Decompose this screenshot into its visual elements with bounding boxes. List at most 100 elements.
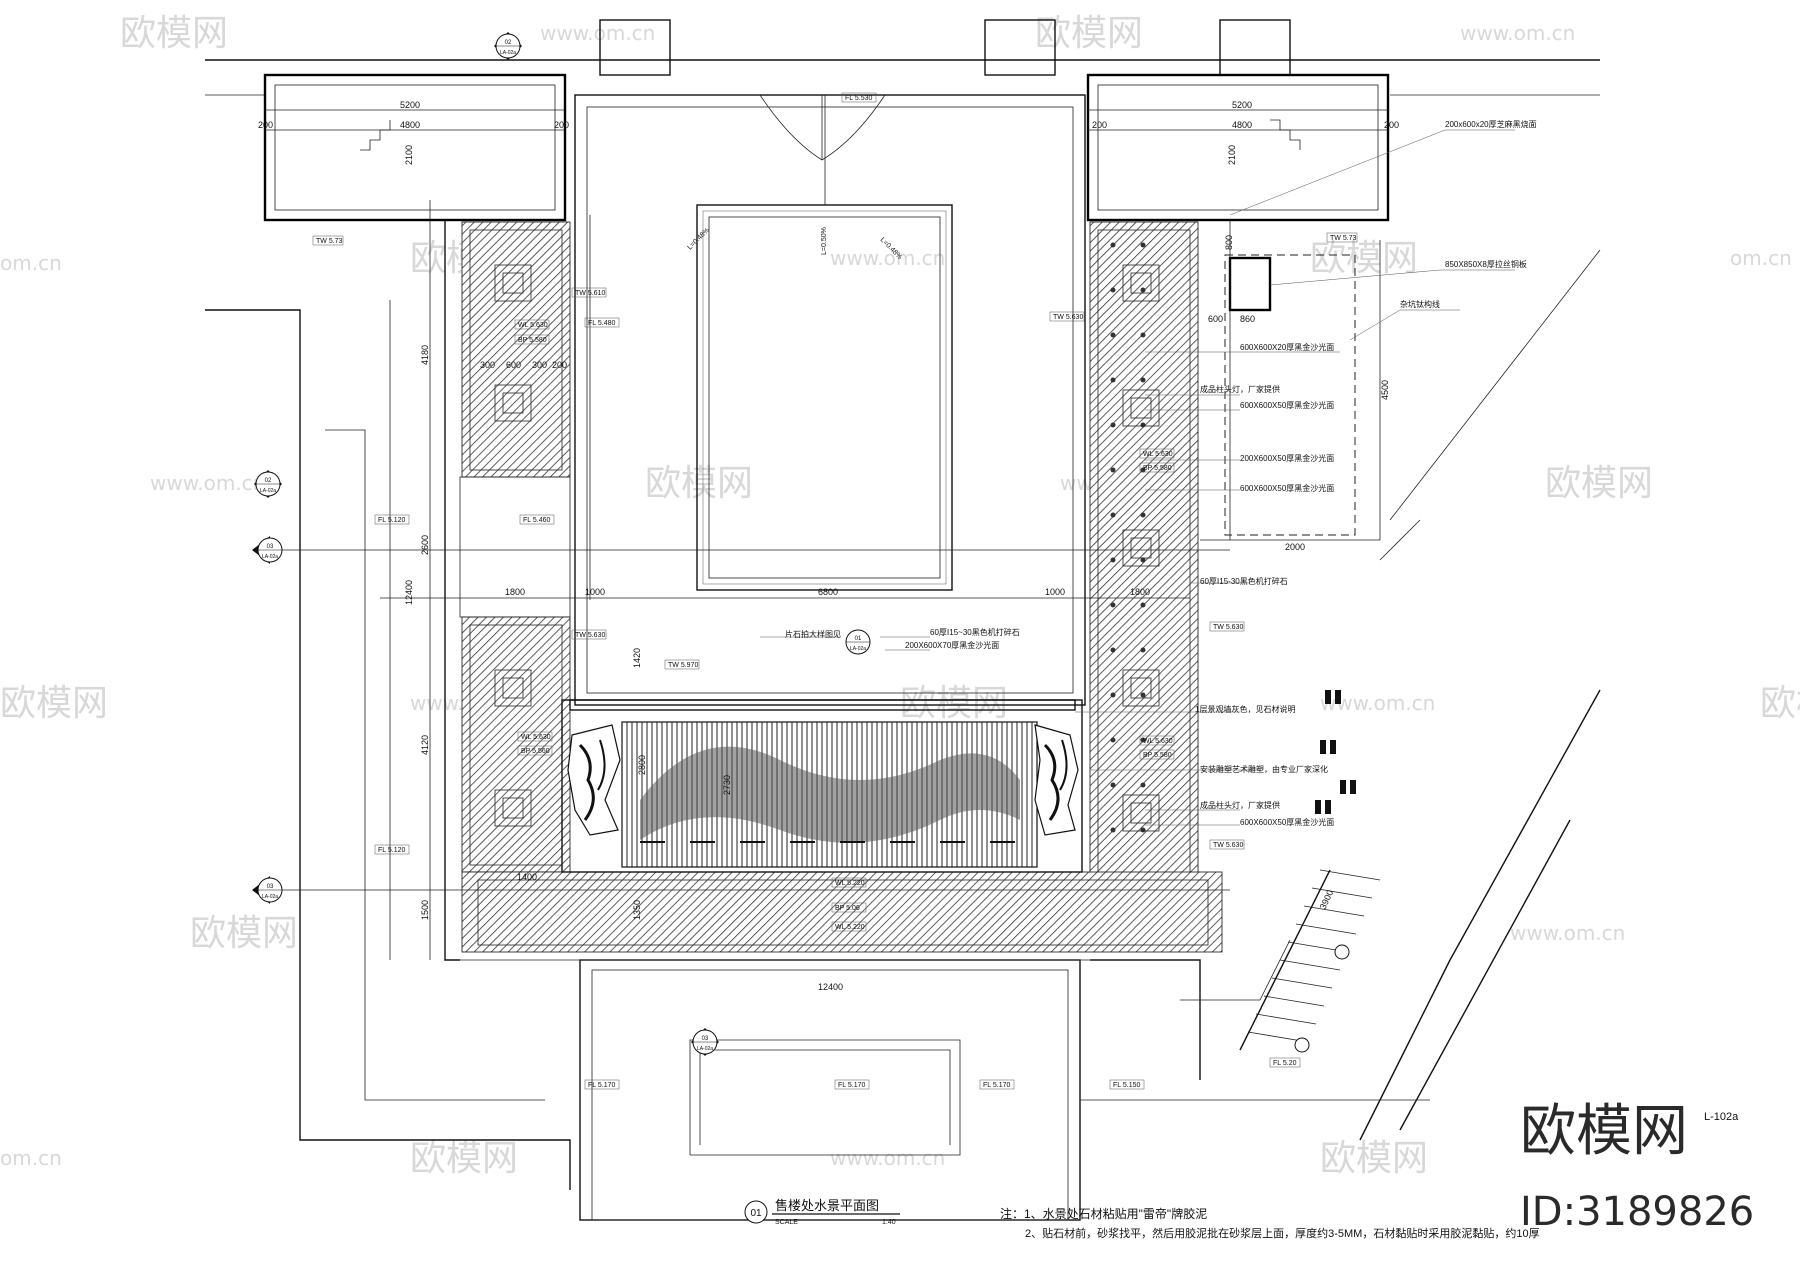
callout: 600X600X50厚黑金沙光面 <box>1240 817 1334 827</box>
watermark-text: 欧模网 <box>1035 13 1143 54</box>
watermark-text: 欧模网 <box>645 463 753 504</box>
drawing-notes: 注：1、水景处石材粘贴用"雷帝"牌胶泥 2、贴石材前，砂浆找平，然后用胶泥批在砂… <box>1000 1206 1540 1240</box>
dim-label: 6800 <box>818 587 838 597</box>
section-marker-bottom: 03 LA-02a <box>691 1028 719 1056</box>
stone-sculpture-right <box>1034 724 1079 836</box>
level-tag: FL 5.120 <box>378 517 405 524</box>
marker-ref: LA-02a <box>262 554 278 560</box>
right-planter-column <box>1089 221 1356 943</box>
slope-tag: L=0.48% <box>686 227 711 252</box>
level-tag: TW 5.630 <box>1213 624 1243 631</box>
callout: 200X600X70厚黑金沙光面 <box>905 640 999 650</box>
callout: 60厚Ⅰ15~30黑色机打碎石 <box>930 627 1020 637</box>
callout: 200X600X50厚黑金沙光面 <box>1240 453 1334 463</box>
watermark-url: www.om.cn <box>830 246 945 270</box>
dim-label: 4120 <box>420 735 430 755</box>
leader-lines <box>760 129 1515 826</box>
marker-number: 03 <box>267 544 274 550</box>
marker-ref: LA-02a <box>260 488 276 494</box>
dim-label: 300 <box>480 360 495 370</box>
watermark-text: 欧模网 <box>1310 238 1418 279</box>
dim-label: 4800 <box>1232 120 1252 130</box>
callout: 600X600X50厚黑金沙光面 <box>1240 400 1334 410</box>
dim-label: 200 <box>554 120 569 130</box>
level-tag: FL 5.120 <box>378 847 405 854</box>
dim-label: 2600 <box>420 535 430 555</box>
level-tag: WL 5.630 <box>1143 738 1173 745</box>
drawing-title-block: 01 售楼处水景平面图 SCALE 1:40 <box>744 1198 900 1226</box>
left-planter-column <box>459 221 571 873</box>
level-tag: FL 5.170 <box>588 1082 615 1089</box>
dim-label: 4800 <box>400 120 420 130</box>
level-tag: FL 5.480 <box>588 320 615 327</box>
dim-label: 12400 <box>818 982 843 992</box>
callout: 850X850X8厚拉丝铜板 <box>1445 259 1527 269</box>
dim-label: 1800 <box>505 587 525 597</box>
drawing-number: 01 <box>750 1208 762 1219</box>
level-tag: BP 5.580 <box>1143 752 1172 759</box>
level-tag: TW 5.610 <box>575 290 605 297</box>
dim-label: 2800 <box>637 755 647 775</box>
dim-label: 1000 <box>1045 587 1065 597</box>
level-tag: TW 5.970 <box>668 662 698 669</box>
dim-label: 1500 <box>420 900 430 920</box>
dim-label: 200 <box>1384 120 1399 130</box>
level-tag: FL 5.20 <box>1273 1060 1297 1067</box>
brand-stamp: 欧模网 ID:3189826 <box>1520 1099 1754 1235</box>
dim-label: 800 <box>1224 235 1234 250</box>
watermark-text: 欧模网 <box>410 1138 518 1179</box>
scale-label: SCALE <box>775 1219 798 1226</box>
level-tag: TW 5.630 <box>1213 842 1243 849</box>
watermark-text: 欧模网 <box>1320 1138 1428 1179</box>
watermark-url: www.om.cn <box>830 1146 945 1170</box>
note-line-2: 2、贴石材前，砂浆找平，然后用胶泥批在砂浆层上面，厚度约3-5MM，石材黏贴时采… <box>1025 1226 1540 1240</box>
level-tag: BP 5.580 <box>518 337 547 344</box>
watermark-url: www.om.cn <box>540 21 655 45</box>
watermark-url: www.om.cn <box>1510 921 1625 945</box>
dim-label: 200 <box>258 120 273 130</box>
callout: 600X600X50厚黑金沙光面 <box>1240 483 1334 493</box>
watermark-text: 欧模网 <box>190 913 298 954</box>
watermark-text: 欧模网 <box>1760 683 1800 724</box>
marker-number: 03 <box>267 884 274 890</box>
dim-label: 2730 <box>722 775 732 795</box>
marker-ref: LA-02a <box>850 646 866 652</box>
level-tag: TW 5.630 <box>1053 314 1083 321</box>
dim-label: 1350 <box>632 900 642 920</box>
dim-label: 1400 <box>517 872 537 882</box>
callout: 60厚Ⅰ15-30黑色机打碎石 <box>1200 576 1288 586</box>
dim-label: 600 <box>506 360 521 370</box>
material-callouts: 200x600x20厚芝麻黑烧面 850X850X8厚拉丝铜板 杂坑钛构线 60… <box>785 119 1537 827</box>
level-tag: BP 5.06 <box>835 905 860 912</box>
sheet-code: L-102a <box>1704 1111 1739 1123</box>
dimension-lines <box>255 95 1430 1101</box>
level-tag: FL 5.530 <box>845 95 872 102</box>
dim-label: 2100 <box>404 145 414 165</box>
brand-stamp-logo: 欧模网 <box>1520 1099 1688 1164</box>
marker-number: 03 <box>702 1036 709 1042</box>
level-tag: FL 5.460 <box>523 517 550 524</box>
level-tag: WL 5.220 <box>835 924 865 931</box>
dim-label: 1000 <box>585 587 605 597</box>
watermark-url: om.cn <box>0 1146 62 1170</box>
section-markers: 02 LA-02a 02 LA-02a 03 LA-02a 03 LA-02a <box>252 32 1350 1056</box>
watermark-url: www.om.cn <box>150 471 265 495</box>
dim-label: 5200 <box>1232 100 1252 110</box>
marker-ref: LA-02a <box>262 894 278 900</box>
watermark-layer: 欧模网 www.om.cn 欧模网 www.om.cn om.cn 欧模网 ww… <box>0 13 1800 1179</box>
drawing-title: 售楼处水景平面图 <box>775 1198 879 1213</box>
marker-ref: LA-02a <box>500 50 516 56</box>
watermark-text: 欧模网 <box>1545 463 1653 504</box>
callout: 成品柱头灯，厂家提供 <box>1200 800 1280 810</box>
marker-number: 01 <box>855 636 862 642</box>
dim-label: 600 <box>1208 314 1223 324</box>
watermark-text: 欧模网 <box>120 13 228 54</box>
watermark-text: 欧模网 <box>0 683 108 724</box>
callout: 1层景观墙灰色，见石材说明 <box>1195 704 1295 714</box>
level-tag: TW 5.73 <box>316 238 343 245</box>
dim-label: 860 <box>1240 314 1255 324</box>
level-tag: BP 5.560 <box>521 748 550 755</box>
marker-number: 02 <box>265 478 272 484</box>
dim-label: 3900 <box>1318 888 1336 910</box>
section-marker-left-03a: 03 LA-02a <box>252 536 283 564</box>
